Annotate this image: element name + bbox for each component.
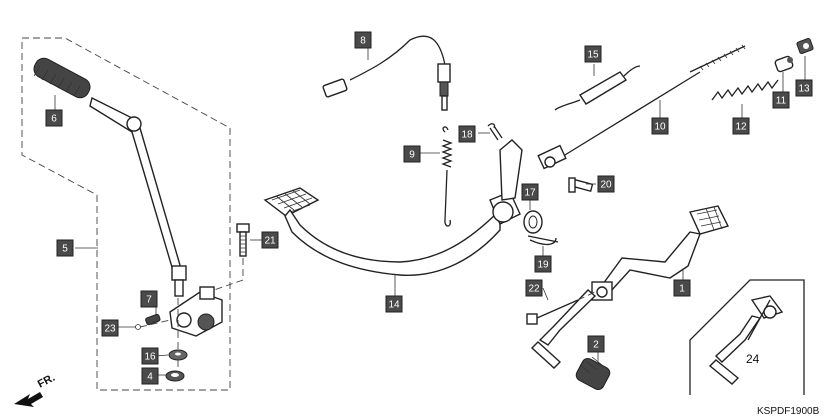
part-label-box bbox=[140, 290, 158, 308]
part-label-2: 2 bbox=[587, 335, 605, 353]
part-label-box bbox=[385, 295, 403, 313]
part-label-22: 22 bbox=[525, 279, 543, 297]
part-label-text: 11 bbox=[776, 96, 787, 107]
part-label-text: 14 bbox=[388, 300, 400, 311]
part-label-6: 6 bbox=[45, 109, 63, 127]
part-label-text: 1 bbox=[679, 284, 685, 295]
bolt-22-drawing bbox=[526, 291, 596, 325]
part-label-box bbox=[587, 335, 605, 353]
part-label-text: 6 bbox=[51, 114, 57, 125]
part-label-21: 21 bbox=[261, 231, 279, 249]
part-label-text: 19 bbox=[537, 260, 549, 271]
part-label-text: 23 bbox=[104, 324, 116, 335]
part-label-text: 13 bbox=[798, 84, 810, 95]
part-label-7: 7 bbox=[140, 290, 158, 308]
part-label-11: 11 bbox=[772, 91, 790, 109]
part-label-box bbox=[45, 109, 63, 127]
part-label-box bbox=[56, 239, 74, 257]
part-label-box bbox=[521, 183, 539, 201]
switch-8-drawing bbox=[322, 35, 451, 111]
part-label-box bbox=[584, 45, 602, 63]
figure-code: KSPDF1900B bbox=[757, 406, 820, 417]
seal-17-drawing bbox=[523, 210, 543, 234]
part-label-box bbox=[534, 255, 552, 273]
part-label-text: 12 bbox=[735, 122, 747, 133]
inset-part-24-label: 24 bbox=[746, 352, 760, 366]
rod-10-drawing bbox=[537, 44, 746, 170]
part-label-box bbox=[732, 117, 750, 135]
part-label-box bbox=[141, 367, 159, 385]
part-label-box bbox=[101, 319, 119, 337]
brake-pedal-1-drawing bbox=[530, 205, 730, 369]
brake-pedal-14-drawing bbox=[263, 139, 523, 276]
shift-rubber-drawing bbox=[33, 57, 91, 99]
part-label-text: 22 bbox=[528, 284, 540, 295]
nut-13-drawing bbox=[796, 38, 814, 54]
part-label-box bbox=[141, 347, 159, 365]
part-label-box bbox=[772, 91, 790, 109]
part-label-5: 5 bbox=[56, 239, 74, 257]
part-label-text: 8 bbox=[360, 36, 366, 47]
part-label-box bbox=[651, 117, 669, 135]
joint-pin-20-drawing bbox=[568, 177, 594, 193]
spring-9-drawing bbox=[441, 126, 453, 227]
bolt-7-drawing bbox=[135, 313, 161, 330]
part-label-4: 4 bbox=[141, 367, 159, 385]
part-label-box bbox=[458, 125, 476, 143]
part-label-box bbox=[673, 279, 691, 297]
part-label-text: 2 bbox=[593, 340, 599, 351]
part-label-20: 20 bbox=[597, 175, 615, 193]
shift-joint-drawing bbox=[169, 286, 223, 337]
part-label-text: 10 bbox=[654, 122, 666, 133]
part-label-text: 5 bbox=[62, 244, 68, 255]
part-label-19: 19 bbox=[534, 255, 552, 273]
part-label-box bbox=[525, 279, 543, 297]
clip-19-drawing bbox=[527, 235, 559, 246]
washer-4-drawing bbox=[165, 370, 185, 382]
part-label-9: 9 bbox=[403, 145, 421, 163]
part-label-box bbox=[403, 145, 421, 163]
part-label-box bbox=[795, 79, 813, 97]
part-label-box bbox=[261, 231, 279, 249]
part-label-text: 15 bbox=[587, 50, 599, 61]
gearshift-pedal-drawing bbox=[89, 96, 187, 297]
spring-12-drawing bbox=[711, 79, 779, 101]
part-label-23: 23 bbox=[101, 319, 119, 337]
part-label-14: 14 bbox=[385, 295, 403, 313]
part-label-17: 17 bbox=[521, 183, 539, 201]
nut-11-drawing bbox=[774, 55, 794, 73]
part-label-18: 18 bbox=[458, 125, 476, 143]
part-label-16: 16 bbox=[141, 347, 159, 365]
split-pin-18-drawing bbox=[487, 123, 503, 141]
rubber-2-drawing bbox=[575, 356, 611, 391]
part-label-text: 17 bbox=[524, 188, 536, 199]
spring-15-drawing bbox=[554, 65, 641, 111]
front-direction-arrow bbox=[14, 392, 43, 407]
part-label-text: 20 bbox=[600, 180, 612, 191]
part-label-15: 15 bbox=[584, 45, 602, 63]
part-label-text: 18 bbox=[461, 130, 473, 141]
gearshift-group-outline bbox=[21, 37, 231, 391]
part-label-12: 12 bbox=[732, 117, 750, 135]
part-label-13: 13 bbox=[795, 79, 813, 97]
part-label-text: 7 bbox=[146, 295, 152, 306]
part-label-text: 9 bbox=[409, 150, 415, 161]
part-label-text: 4 bbox=[147, 372, 153, 383]
part-label-8: 8 bbox=[354, 31, 372, 49]
part-label-text: 21 bbox=[264, 236, 276, 247]
part-label-1: 1 bbox=[673, 279, 691, 297]
inset-24 bbox=[689, 279, 805, 395]
part-label-box bbox=[597, 175, 615, 193]
part-label-10: 10 bbox=[651, 117, 669, 135]
part-label-text: 16 bbox=[144, 352, 156, 363]
leader-lines bbox=[54, 48, 806, 376]
part-label-box bbox=[354, 31, 372, 49]
bolt-21-drawing bbox=[213, 223, 250, 291]
front-direction-label: FR. bbox=[36, 372, 57, 391]
